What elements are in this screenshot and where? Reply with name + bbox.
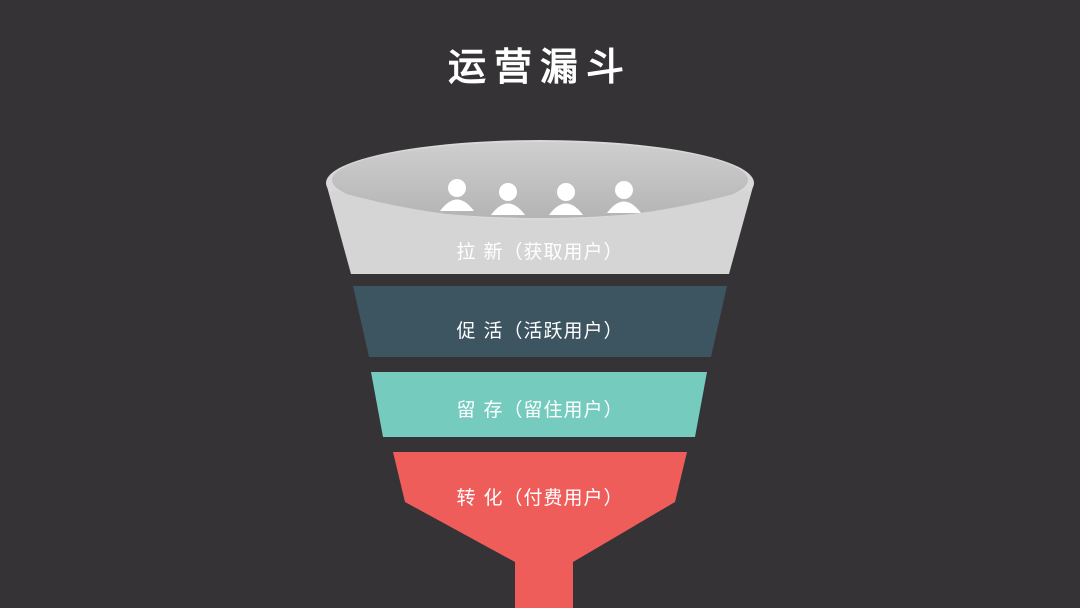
stage-label-retention: 留 存（留住用户） bbox=[456, 399, 624, 421]
funnel-stage-4-shape bbox=[393, 452, 687, 608]
funnel-opening bbox=[332, 142, 748, 218]
users-icon-group bbox=[440, 179, 641, 215]
stage-label-acquisition: 拉 新（获取用户） bbox=[456, 241, 624, 263]
user-icon bbox=[491, 183, 525, 215]
stage-label-activation: 促 活（活跃用户） bbox=[456, 320, 624, 342]
page-title: 运营漏斗 bbox=[447, 45, 632, 89]
funnel-stage-3-shape bbox=[371, 372, 707, 437]
user-icon bbox=[549, 183, 583, 215]
funnel-front-lip bbox=[332, 190, 748, 236]
funnel-stage-2-shape bbox=[353, 286, 727, 357]
user-icon bbox=[607, 181, 641, 213]
stage-label-conversion: 转 化（付费用户） bbox=[456, 487, 624, 509]
user-icon bbox=[440, 179, 474, 211]
